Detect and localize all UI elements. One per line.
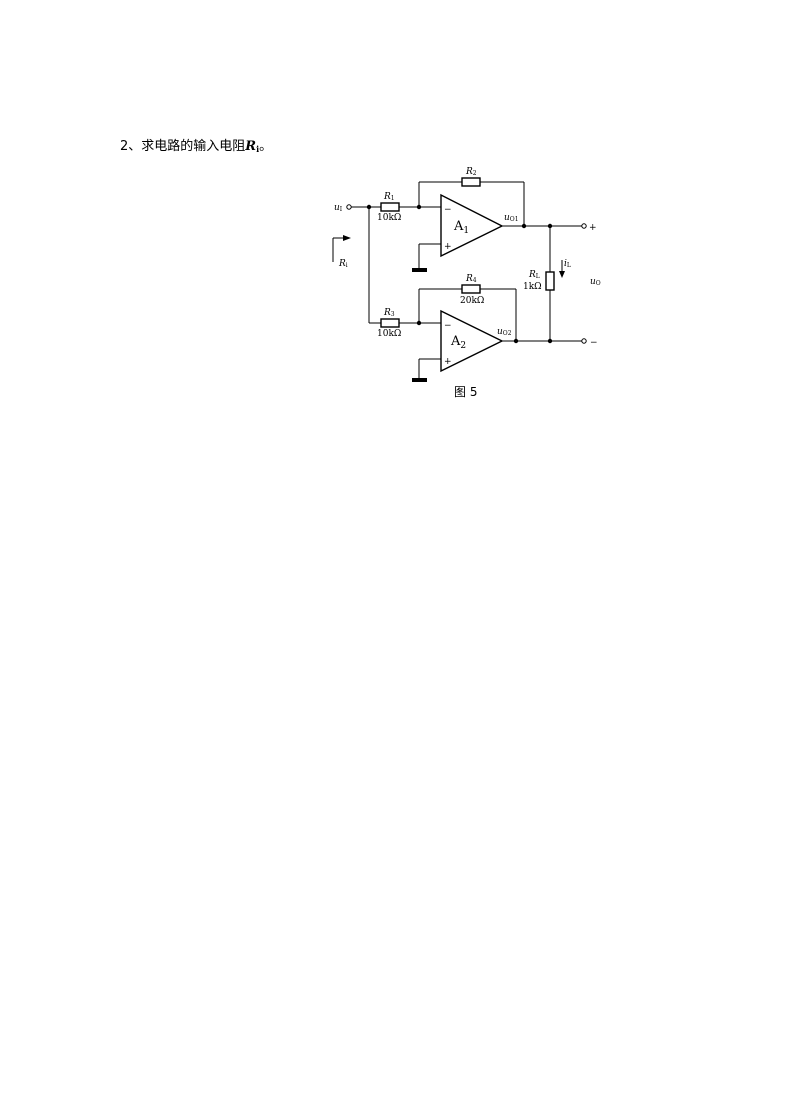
r1-value: 10kΩ <box>377 213 401 223</box>
resistor-rl <box>545 271 555 291</box>
input-terminal <box>346 204 352 210</box>
output-voltage-label: uO <box>590 277 601 287</box>
resistor-r3 <box>380 318 400 328</box>
amp2-minus-sign: − <box>444 321 452 331</box>
resistor-r1 <box>380 202 400 212</box>
r3-value: 10kΩ <box>377 329 401 339</box>
r4-label: R4 <box>465 274 477 284</box>
question-text: 2、求电路的输入电阻Ri。 <box>120 135 272 154</box>
amp2-plus-sign: + <box>444 357 452 367</box>
op-amp-a2 <box>440 309 504 373</box>
question-resistance-symbol: Ri <box>245 139 260 154</box>
rl-value: 1kΩ <box>523 282 542 292</box>
amp2-output-label: uO2 <box>497 327 512 337</box>
ground-symbol-a1 <box>412 268 427 272</box>
question-suffix: 。 <box>259 139 273 154</box>
r2-label: R2 <box>465 167 477 177</box>
r4-value: 20kΩ <box>460 296 484 306</box>
r1-label: R1 <box>383 192 395 202</box>
resistor-r2 <box>461 177 481 187</box>
question-prefix: 2、求电路的输入电阻 <box>120 139 246 154</box>
input-voltage-label: uI <box>334 203 343 213</box>
amp1-label: A1 <box>453 219 469 236</box>
junction-dots <box>366 204 553 344</box>
output-terminal-minus <box>581 338 587 344</box>
amp1-minus-sign: − <box>444 205 452 215</box>
op-amp-a1 <box>440 193 504 258</box>
output-minus-sign: − <box>590 338 598 348</box>
input-resistance-arrow <box>333 235 351 241</box>
resistor-r4 <box>461 284 481 294</box>
load-current-label: iL <box>564 259 571 269</box>
output-plus-sign: + <box>589 223 597 233</box>
ground-symbol-a2 <box>412 378 427 382</box>
amp1-plus-sign: + <box>444 242 452 252</box>
output-terminal-plus <box>581 223 587 229</box>
load-current-arrow <box>559 260 565 278</box>
amp2-label: A2 <box>450 334 466 351</box>
r3-label: R3 <box>383 308 395 318</box>
amp1-output-label: uO1 <box>504 213 519 223</box>
circuit-wires <box>332 181 582 378</box>
figure-caption: 图 5 <box>454 385 477 399</box>
input-resistance-label: Ri <box>338 259 348 269</box>
rl-label: RL <box>528 270 540 280</box>
